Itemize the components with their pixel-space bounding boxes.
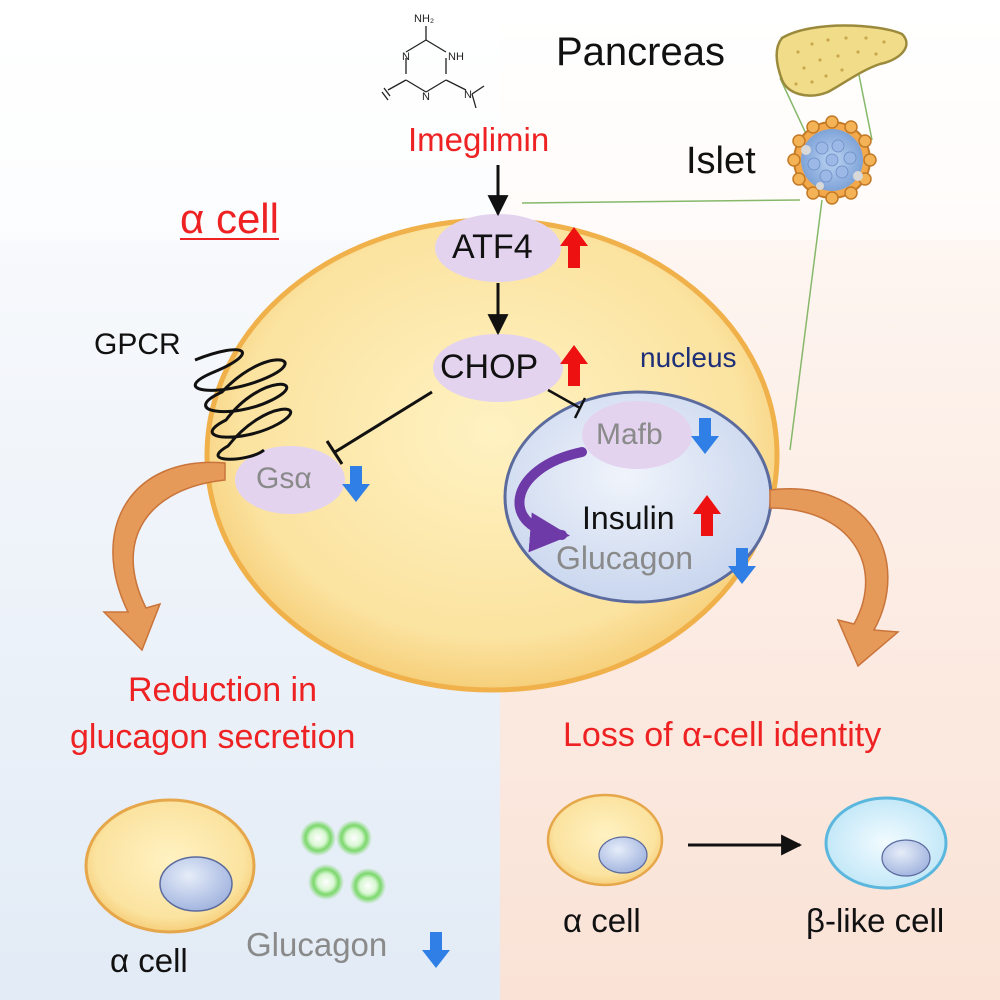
chop-inhibits-gsa [325,390,433,465]
beta-like-nucleus [881,839,931,877]
bottom-left-alpha-nucleus [159,856,233,912]
mafb-down-arrow [691,418,719,454]
atom-dimethyl-n: N [464,89,472,101]
insulin-label: Insulin [582,500,675,536]
imeglimin-atom-labels: NH₂ N NH N N [402,13,472,103]
pancreas-shape [775,24,908,97]
atom-n-bottom: N [422,91,430,103]
outcome-left-line2: glucagon secretion [70,718,356,756]
gsa-label: Gsα [256,462,312,495]
mafb-label: Mafb [596,418,663,451]
right-curved-arrow [769,488,900,668]
atf4-up-arrow [560,227,588,268]
nucleus-label: nucleus [640,342,737,373]
glucagon-nucleus-down-arrow [728,548,756,584]
glucagon-bottom-down-arrow [422,932,450,968]
gpcr-label: GPCR [94,328,181,361]
glucagon-granules [300,820,386,904]
atom-amino: NH₂ [414,13,434,25]
alpha-cell-title: α cell [180,195,279,242]
islet-label: Islet [686,140,756,182]
beta-like-cell-label: β-like cell [806,902,945,939]
left-curved-arrow [102,461,226,652]
mafb-bubble [582,401,692,469]
atom-nh: NH [448,51,464,63]
atf4-label: ATF4 [452,228,533,266]
bottom-glucagon-label: Glucagon [246,926,388,963]
chop-bubble [433,334,563,402]
bottom-right-alpha-cell [546,793,664,887]
atom-n-left: N [402,51,410,63]
chop-inhibits-mafb [547,388,587,419]
mafb-curved-arrow [514,447,587,553]
imeglimin-label: Imeglimin [408,121,550,158]
gsa-down-arrow [342,466,370,502]
bottom-right-alpha-cell-label: α cell [563,902,641,939]
outcome-left-line1: Reduction in [128,671,318,709]
pancreas-texture [794,36,886,86]
glucagon-nucleus-label: Glucagon [556,540,693,576]
insulin-up-arrow [693,495,721,536]
imeglimin-structure [381,26,485,109]
bottom-right-alpha-nucleus [598,836,648,874]
chop-label: CHOP [440,348,539,386]
islet-shape [787,115,877,205]
atf4-bubble [435,214,561,282]
outcome-right: Loss of α-cell identity [563,716,882,754]
bottom-left-alpha-cell-label: α cell [110,942,188,979]
pancreas-label: Pancreas [556,30,725,74]
beta-like-cell [824,796,948,890]
gsa-bubble [235,446,345,514]
chop-up-arrow [560,345,588,386]
gpcr-coil [193,348,293,461]
